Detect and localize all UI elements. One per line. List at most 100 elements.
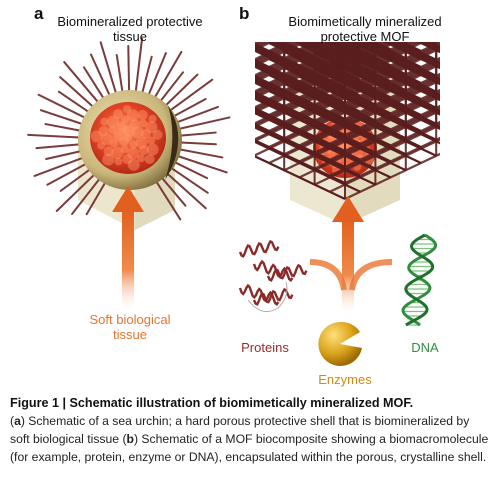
mof-rod [314, 59, 440, 122]
mof-rod [345, 0, 497, 15]
panel-b-title-line2: protective MOF [320, 29, 410, 44]
tissue-blob [112, 131, 123, 142]
dna-icon [401, 233, 438, 327]
tissue-blob [138, 145, 149, 156]
tissue-blob [98, 126, 109, 137]
urchin-spine [147, 52, 167, 97]
mof-rod [392, 42, 440, 65]
sea-urchin-illustration [27, 37, 231, 310]
panel-a-letter: a [34, 4, 44, 23]
mof-rod [299, 0, 451, 5]
mof-rod [255, 42, 328, 77]
tissue-blob [109, 139, 118, 148]
urchin-spine [59, 76, 96, 109]
urchin-spine [127, 45, 131, 94]
urchin-spine [172, 160, 209, 180]
mof-rod [314, 107, 440, 170]
urchin-spine [82, 66, 106, 101]
dna-strand [404, 233, 435, 327]
tissue-blob [122, 154, 133, 165]
tissue-blob [90, 130, 103, 143]
protein-helix [252, 287, 294, 306]
dna-label: DNA [411, 340, 439, 355]
tissue-blob [135, 136, 148, 149]
mof-rod [314, 123, 440, 186]
mof-rod [344, 72, 440, 120]
mof-rod [255, 42, 294, 61]
tissue-blob [124, 134, 132, 142]
protein-loop [247, 281, 288, 313]
protein-helix [238, 239, 280, 258]
urchin-spines [27, 37, 231, 221]
tissue-blob [119, 136, 130, 147]
mof-rod [344, 88, 440, 136]
tissue-blob [137, 109, 148, 120]
mof-rod [369, 42, 407, 60]
panel-a-title: Biomineralized protective tissue [40, 14, 220, 44]
tissue-blob [144, 154, 155, 165]
tissue-blob [113, 109, 124, 120]
mof-rod [344, 56, 440, 104]
mof-rod [329, 42, 379, 65]
mof-rod [268, 42, 325, 68]
mof-rod [344, 152, 440, 200]
urchin-spine [173, 105, 219, 125]
tissue-blob [121, 115, 130, 124]
urchin-spine [63, 61, 101, 105]
mof-rod [255, 42, 335, 80]
mof-arrow-shaft [342, 218, 354, 313]
mof-rod [255, 42, 308, 67]
tissue-blob [97, 141, 106, 150]
urchin-spine [153, 50, 183, 100]
tissue-blob [146, 143, 159, 156]
tissue-blob [127, 147, 140, 160]
caption-title: Figure 1 | Schematic illustration of bio… [10, 396, 414, 410]
tissue-blob [129, 140, 138, 149]
protein-icon [238, 239, 308, 313]
mof-rod [255, 42, 298, 63]
urchin-spine [154, 179, 182, 221]
mof-rod [338, 42, 392, 67]
caption-b-letter: b [126, 432, 134, 446]
panel-a-title-line2: tissue [113, 29, 147, 44]
protein-helix [266, 263, 308, 282]
mof-rod [311, 42, 361, 65]
mof-rod [239, 0, 391, 5]
mof-rod [283, 42, 389, 92]
tissue-blob [108, 125, 117, 134]
tissue-blob [107, 115, 120, 128]
tissue-texture [90, 104, 163, 171]
urchin-spine [33, 155, 87, 177]
urchin-spine [175, 116, 231, 131]
mof-rod [396, 42, 437, 61]
caption-body: (a) Schematic of a sea urchin; a hard po… [10, 412, 492, 466]
panel-b-title-line1: Biomimetically mineralized [288, 14, 442, 29]
tissue-blob [123, 104, 132, 113]
figure-caption: Figure 1 | Schematic illustration of bio… [10, 394, 492, 466]
urchin-spine [39, 109, 86, 126]
urchin-shell-dark-side [165, 105, 179, 180]
urchin-spine [35, 143, 84, 150]
soft-tissue-label-line2: tissue [113, 327, 147, 342]
urchin-spine [55, 172, 97, 212]
mof-rod [314, 42, 416, 90]
urchin-spine [176, 147, 224, 159]
mof-rod [283, 42, 355, 76]
mof-rod [314, 42, 346, 56]
mof-rod [344, 120, 440, 168]
soft-tissue-label-line1: Soft biological [89, 312, 171, 327]
tissue-blob [100, 133, 113, 146]
tissue-blob [139, 119, 148, 128]
tissue-blob [127, 158, 140, 171]
urchin-spine [134, 37, 144, 94]
tissue-blob [116, 121, 127, 132]
mof-rod [308, 42, 376, 74]
mof-rod [344, 42, 440, 88]
urchin-spine [171, 98, 207, 119]
mof-rod [335, 42, 407, 76]
urchin-spine [57, 90, 92, 115]
tissue-blob [102, 153, 115, 166]
urchin-spine [115, 54, 124, 94]
tissue-blob [140, 129, 151, 140]
urchin-spine [159, 175, 187, 207]
